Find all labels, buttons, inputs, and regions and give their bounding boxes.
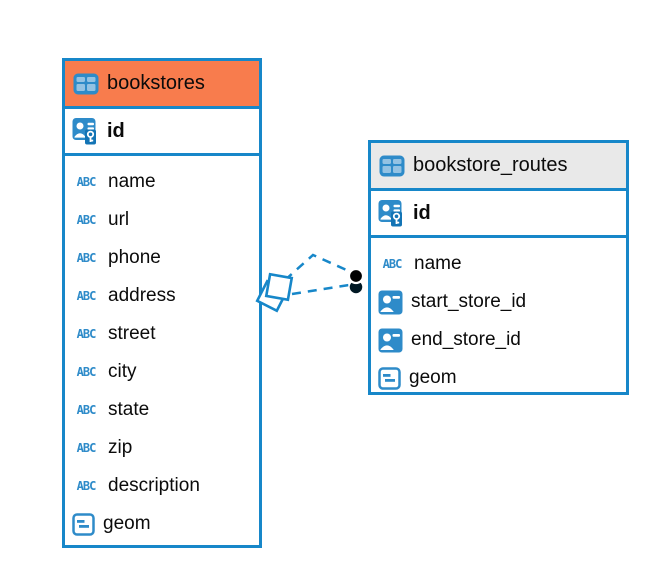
- column-name: id: [107, 119, 125, 142]
- primary-key-icon: [72, 117, 99, 145]
- column-row[interactable]: geom: [65, 505, 259, 543]
- column-name: city: [108, 361, 137, 382]
- column-row[interactable]: ABC name: [371, 245, 626, 283]
- entity-bookstores[interactable]: bookstores id ABC: [62, 58, 262, 548]
- column-name: phone: [108, 247, 161, 268]
- relationship-line[interactable]: [291, 283, 350, 296]
- column-row-pk[interactable]: id: [65, 109, 259, 156]
- table-name: bookstores: [107, 72, 205, 94]
- column-row[interactable]: ABC address: [65, 277, 259, 315]
- column-name: end_store_id: [411, 329, 521, 350]
- table-name: bookstore_routes: [413, 154, 568, 176]
- text-type-icon: ABC: [76, 213, 97, 227]
- column-name: url: [108, 209, 130, 230]
- column-row[interactable]: ABC name: [65, 163, 259, 201]
- text-type-icon: ABC: [76, 327, 97, 341]
- column-row[interactable]: start_store_id: [371, 283, 626, 321]
- column-row[interactable]: ABC phone: [65, 239, 259, 277]
- column-name: geom: [103, 513, 151, 534]
- foreign-key-icon: [378, 328, 403, 353]
- column-name: name: [414, 253, 462, 274]
- geometry-type-icon: [378, 366, 401, 390]
- column-name: description: [108, 475, 200, 496]
- entity-bookstore-routes[interactable]: bookstore_routes id ABC: [368, 140, 629, 395]
- column-name: name: [108, 171, 156, 192]
- text-type-icon: ABC: [76, 479, 97, 493]
- column-name: street: [108, 323, 156, 344]
- column-row[interactable]: ABC street: [65, 315, 259, 353]
- column-list: ABC name start_store_id: [371, 238, 626, 407]
- entity-bookstore-routes-header[interactable]: bookstore_routes: [371, 143, 626, 191]
- primary-key-icon: [378, 199, 405, 227]
- column-name: state: [108, 399, 150, 420]
- geometry-type-icon: [72, 512, 95, 536]
- table-icon: [379, 155, 405, 177]
- column-name: start_store_id: [411, 291, 527, 312]
- column-row-pk[interactable]: id: [371, 191, 626, 238]
- text-type-icon: ABC: [382, 257, 403, 271]
- relationship-target-marker[interactable]: [347, 267, 365, 285]
- column-row[interactable]: ABC description: [65, 467, 259, 505]
- column-name: id: [413, 201, 431, 224]
- text-type-icon: ABC: [76, 175, 97, 189]
- column-name: geom: [409, 367, 457, 388]
- column-row[interactable]: geom: [371, 359, 626, 397]
- column-row[interactable]: ABC zip: [65, 429, 259, 467]
- text-type-icon: ABC: [76, 441, 97, 455]
- text-type-icon: ABC: [76, 403, 97, 417]
- relationship-line[interactable]: [284, 253, 352, 281]
- column-row[interactable]: ABC state: [65, 391, 259, 429]
- column-name: address: [108, 285, 176, 306]
- column-list: ABC name ABC url ABC phone ABC address A…: [65, 156, 259, 553]
- text-type-icon: ABC: [76, 251, 97, 265]
- column-name: zip: [108, 437, 133, 458]
- entity-bookstores-header[interactable]: bookstores: [65, 61, 259, 109]
- column-row[interactable]: ABC city: [65, 353, 259, 391]
- text-type-icon: ABC: [76, 365, 97, 379]
- column-row[interactable]: ABC url: [65, 201, 259, 239]
- text-type-icon: ABC: [76, 289, 97, 303]
- column-row[interactable]: end_store_id: [371, 321, 626, 359]
- relationship-source-marker[interactable]: [264, 272, 294, 302]
- table-icon: [73, 73, 99, 95]
- foreign-key-icon: [378, 290, 403, 315]
